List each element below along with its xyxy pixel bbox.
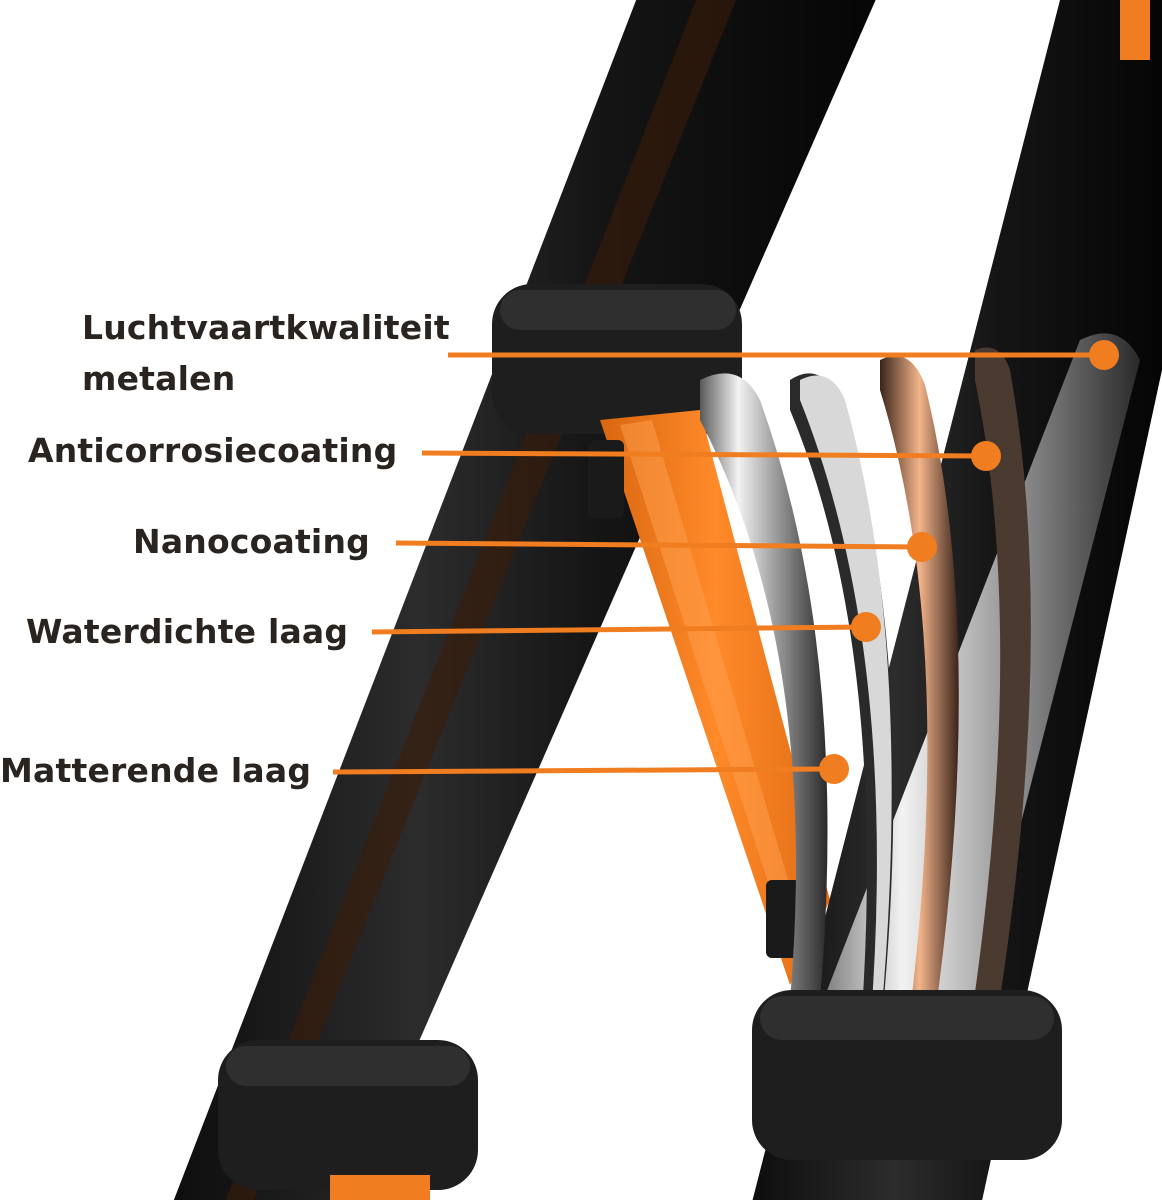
waterproof-leader <box>371 624 867 635</box>
nano-dot <box>907 532 937 562</box>
callout-nano: Nanocoating <box>133 522 370 561</box>
callout-anticorrosion: Anticorrosiecoating <box>28 431 398 470</box>
right-ladder-rail <box>700 0 1162 1200</box>
nano-leader <box>395 540 923 550</box>
callout-aviation-metal-line2: metalen <box>82 359 236 398</box>
matte-leader <box>332 766 835 775</box>
callout-matte: Matterende laag <box>0 751 312 790</box>
matte-dot <box>819 754 849 784</box>
left-ladder-rail <box>173 0 876 1200</box>
callout-waterproof: Waterdichte laag <box>26 612 349 651</box>
aviation-metal-dot <box>1089 340 1119 370</box>
waterproof-dot <box>851 612 881 642</box>
callout-aviation-metal-line1: Luchtvaartkwaliteit <box>82 308 450 347</box>
anticorrosion-leader <box>421 450 987 459</box>
callout-lines <box>332 340 1119 784</box>
anticorrosion-dot <box>971 441 1001 471</box>
orange-rung <box>588 410 830 985</box>
